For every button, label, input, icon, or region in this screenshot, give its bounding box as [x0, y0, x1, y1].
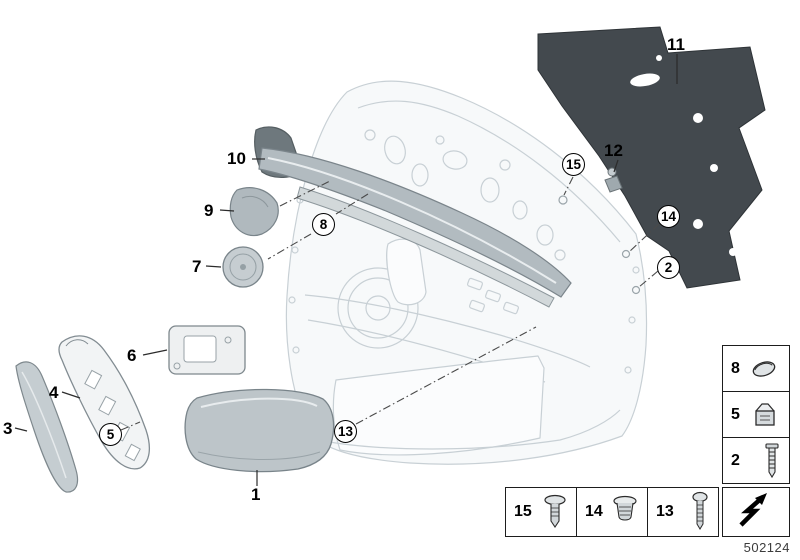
legend-box-15-label: 15	[514, 503, 532, 520]
armrest-pad-part-1[interactable]	[184, 388, 335, 473]
callout-8[interactable]: 8	[312, 213, 335, 236]
callout-15[interactable]: 15	[562, 153, 585, 176]
trim-part-3[interactable]	[15, 361, 79, 493]
callout-5[interactable]: 5	[99, 423, 122, 446]
legend-box-5[interactable]: 5	[722, 391, 790, 438]
callout-7[interactable]: 7	[192, 257, 202, 276]
tapping-screw-icon	[692, 491, 708, 530]
legend-box-13[interactable]: 13	[647, 487, 719, 537]
legend-box-direction[interactable]	[722, 487, 790, 537]
legend-box-2[interactable]: 2	[722, 437, 790, 484]
callout-3[interactable]: 3	[3, 419, 13, 438]
legend-box-5-label: 5	[731, 405, 740, 423]
screw-icon	[765, 442, 779, 478]
callout-10[interactable]: 10	[227, 149, 246, 168]
callout-1[interactable]: 1	[251, 485, 261, 504]
grommet-icon	[613, 495, 637, 521]
expansion-rivet-icon	[544, 494, 566, 528]
callout-13[interactable]: 13	[334, 420, 357, 443]
insulation-panel-part-11[interactable]	[537, 26, 766, 289]
decor-strip-part-10[interactable]	[258, 147, 572, 308]
legend-box-15[interactable]: 15	[505, 487, 577, 537]
clip-part-12[interactable]	[604, 167, 623, 193]
callout-11[interactable]: 11	[667, 35, 685, 54]
callout-6[interactable]: 6	[127, 346, 137, 365]
legend-box-2-label: 2	[731, 451, 740, 469]
legend-box-8-label: 8	[731, 359, 740, 377]
legend-box-8[interactable]: 8	[722, 345, 790, 392]
legend-box-13-label: 13	[656, 503, 674, 520]
leader-lines-solid	[14, 54, 678, 486]
leader-lines-dashed	[120, 176, 660, 431]
bracket-part-6[interactable]	[168, 325, 246, 375]
fold-arrow-icon	[739, 493, 767, 527]
drawing-number: 502124	[743, 540, 790, 555]
callout-4[interactable]: 4	[49, 383, 59, 402]
callout-2[interactable]: 2	[657, 256, 680, 279]
callout-12[interactable]: 12	[604, 141, 623, 160]
legend-box-14[interactable]: 14	[576, 487, 648, 537]
spring-clip-icon	[755, 402, 775, 426]
trim-clip-icon	[752, 360, 776, 377]
callout-9[interactable]: 9	[204, 201, 214, 220]
cover-part-7[interactable]	[222, 246, 264, 288]
bracket-part-9[interactable]	[229, 187, 279, 237]
callout-14[interactable]: 14	[657, 205, 680, 228]
legend-box-14-label: 14	[585, 503, 603, 520]
